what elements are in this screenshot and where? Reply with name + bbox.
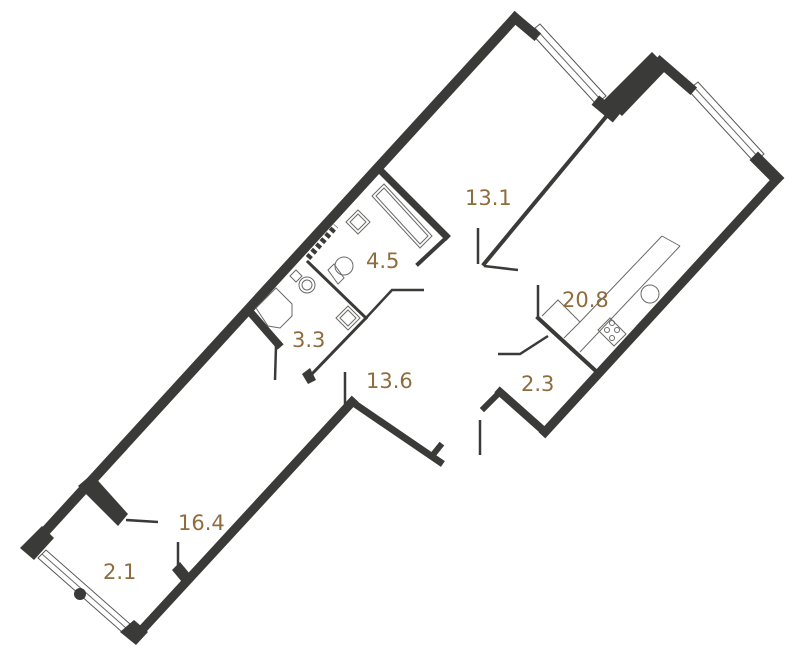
room-area-label: 20.8	[562, 288, 609, 312]
window-top-right	[687, 81, 765, 163]
room-area-label: 2.3	[521, 372, 554, 396]
room-area-label: 3.3	[292, 328, 325, 352]
room-area-label: 16.4	[178, 511, 225, 535]
sink-wc	[335, 305, 361, 331]
bathtub	[371, 183, 433, 249]
toilet-wc	[289, 269, 316, 294]
room-area-label: 2.1	[103, 560, 136, 584]
exterior-walls	[20, 10, 785, 645]
sink-bathroom	[345, 209, 371, 235]
toilet-bathroom	[327, 256, 354, 285]
window-top-left	[529, 23, 607, 105]
room-area-label: 4.5	[366, 249, 399, 273]
kitchen-counter	[541, 235, 681, 353]
shower	[255, 287, 293, 329]
interior-walls	[125, 109, 613, 570]
room-area-label: 13.1	[465, 186, 512, 210]
room-area-label: 13.6	[366, 369, 413, 393]
